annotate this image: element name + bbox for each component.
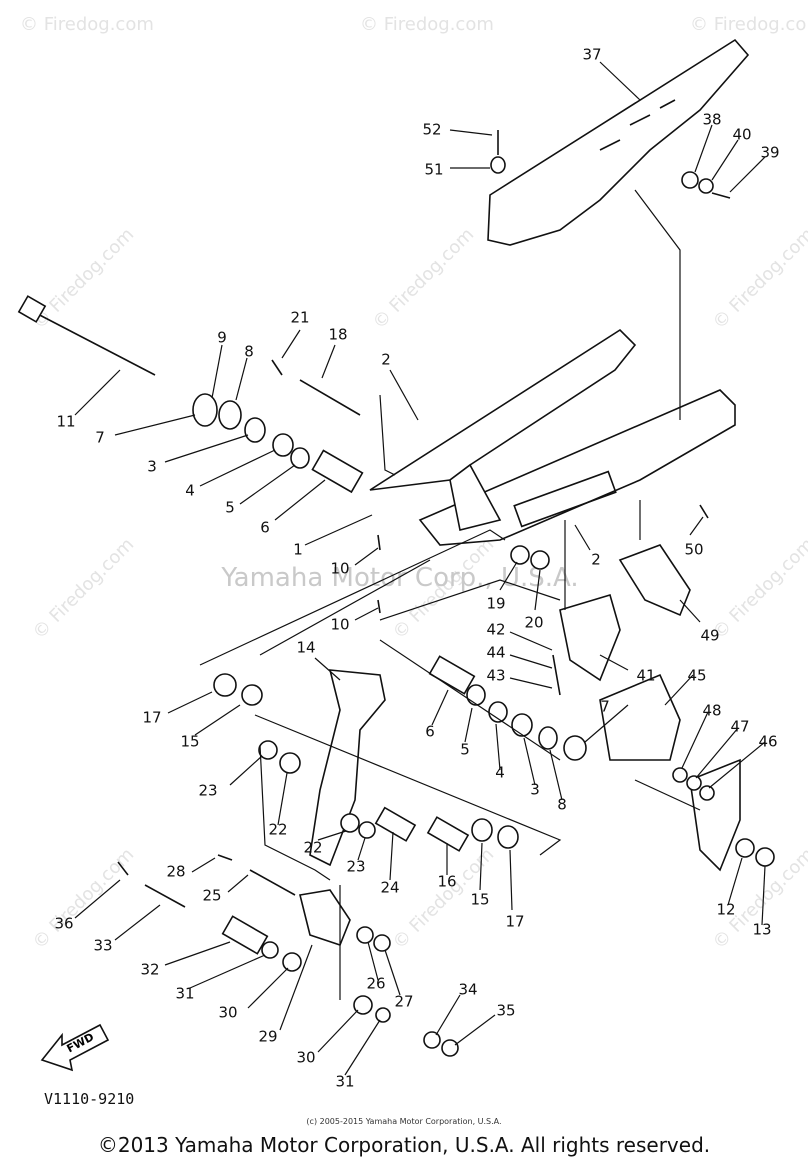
callout-38: 38 bbox=[702, 111, 721, 129]
callout-28: 28 bbox=[166, 863, 185, 881]
callout-labels: 37 52 51 38 40 39 11 9 8 7 3 4 5 6 21 18… bbox=[54, 46, 779, 1091]
callout-2: 2 bbox=[591, 551, 601, 569]
watermark-site: © Firedog.com bbox=[20, 14, 154, 35]
callout-2: 2 bbox=[381, 351, 391, 369]
callout-9: 9 bbox=[217, 329, 227, 347]
callout-20: 20 bbox=[524, 614, 543, 632]
watermark-site: © Firedog.com bbox=[29, 844, 139, 954]
callout-19: 19 bbox=[486, 595, 505, 613]
callout-51: 51 bbox=[424, 161, 443, 179]
callout-52: 52 bbox=[422, 121, 441, 139]
callout-4: 4 bbox=[495, 764, 505, 782]
callout-6: 6 bbox=[425, 723, 435, 741]
callout-26: 26 bbox=[366, 975, 385, 993]
callout-8: 8 bbox=[557, 796, 567, 814]
callout-37: 37 bbox=[582, 46, 601, 64]
callout-39: 39 bbox=[760, 144, 779, 162]
callout-5: 5 bbox=[460, 741, 470, 759]
callout-24: 24 bbox=[380, 879, 399, 897]
callout-31: 31 bbox=[335, 1073, 354, 1091]
callout-36: 36 bbox=[54, 915, 73, 933]
callout-45: 45 bbox=[687, 667, 706, 685]
callout-30: 30 bbox=[218, 1004, 237, 1022]
callout-5: 5 bbox=[225, 499, 235, 517]
callout-48: 48 bbox=[702, 702, 721, 720]
callout-27: 27 bbox=[394, 993, 413, 1011]
bolts bbox=[117, 130, 731, 908]
small-copyright: (c) 2005-2015 Yamaha Motor Corporation, … bbox=[306, 1117, 501, 1126]
callout-13: 13 bbox=[752, 921, 771, 939]
pivot-axle bbox=[17, 295, 156, 376]
callout-40: 40 bbox=[732, 126, 751, 144]
callout-42: 42 bbox=[486, 621, 505, 639]
callout-41: 41 bbox=[636, 667, 655, 685]
callout-34: 34 bbox=[458, 981, 477, 999]
diagram-code: V1110-9210 bbox=[44, 1090, 134, 1108]
callout-23: 23 bbox=[198, 782, 217, 800]
callout-22: 22 bbox=[303, 839, 322, 857]
watermark-center: Yamaha Motor Corp., U.S.A. bbox=[220, 563, 578, 593]
callout-33: 33 bbox=[93, 937, 112, 955]
callout-10: 10 bbox=[330, 616, 349, 634]
callout-3: 3 bbox=[530, 781, 540, 799]
callout-3: 3 bbox=[147, 458, 157, 476]
fwd-arrow: FWD bbox=[40, 1023, 110, 1072]
callout-7: 7 bbox=[95, 429, 105, 447]
callout-8: 8 bbox=[244, 343, 254, 361]
callout-46: 46 bbox=[758, 733, 777, 751]
watermark-site: © Firedog.com bbox=[29, 534, 139, 644]
callout-23: 23 bbox=[346, 858, 365, 876]
watermark-site: © Firedog.com bbox=[360, 14, 494, 35]
callout-14: 14 bbox=[296, 639, 315, 657]
swingarm bbox=[369, 328, 736, 546]
callout-12: 12 bbox=[716, 901, 735, 919]
watermark-site: © Firedog.com bbox=[369, 224, 479, 334]
callout-50: 50 bbox=[684, 541, 703, 559]
watermark-site: © Firedog.com bbox=[709, 534, 808, 644]
bushings bbox=[192, 156, 775, 1057]
callout-17: 17 bbox=[142, 709, 161, 727]
callout-4: 4 bbox=[185, 482, 195, 500]
callout-49: 49 bbox=[700, 627, 719, 645]
callout-22: 22 bbox=[268, 821, 287, 839]
callout-17: 17 bbox=[505, 913, 524, 931]
callout-43: 43 bbox=[486, 667, 505, 685]
callout-29: 29 bbox=[258, 1028, 277, 1046]
watermark-site: © Firedog.com bbox=[690, 14, 808, 35]
callout-10: 10 bbox=[330, 560, 349, 578]
footer-copyright: ©2013 Yamaha Motor Corporation, U.S.A. A… bbox=[98, 1133, 710, 1157]
relay-arm bbox=[299, 669, 386, 946]
callout-1: 1 bbox=[293, 541, 303, 559]
callout-18: 18 bbox=[328, 326, 347, 344]
callout-11: 11 bbox=[56, 413, 75, 431]
assembly-lines bbox=[199, 189, 701, 1000]
callout-31: 31 bbox=[175, 985, 194, 1003]
callout-47: 47 bbox=[730, 718, 749, 736]
callout-15: 15 bbox=[470, 891, 489, 909]
callout-32: 32 bbox=[140, 961, 159, 979]
callout-21: 21 bbox=[290, 309, 309, 327]
leader-lines bbox=[74, 61, 766, 1076]
chain-case bbox=[487, 38, 750, 246]
callout-25: 25 bbox=[202, 887, 221, 905]
callout-7: 7 bbox=[600, 698, 610, 716]
callout-35: 35 bbox=[496, 1002, 515, 1020]
watermark-site: © Firedog.com bbox=[709, 224, 808, 334]
callout-30: 30 bbox=[296, 1049, 315, 1067]
callout-15: 15 bbox=[180, 733, 199, 751]
callout-16: 16 bbox=[437, 873, 456, 891]
callout-44: 44 bbox=[486, 644, 505, 662]
callout-6: 6 bbox=[260, 519, 270, 537]
